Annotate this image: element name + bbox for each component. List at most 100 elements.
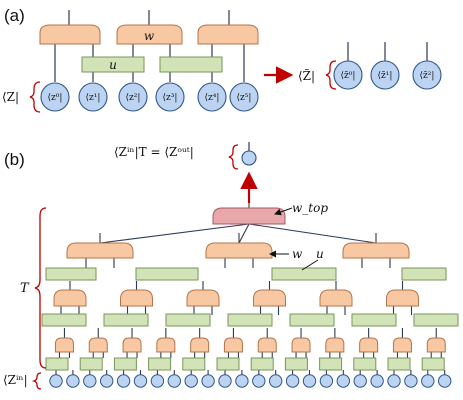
disentangler bbox=[319, 357, 343, 371]
site-a-5 bbox=[229, 82, 259, 112]
disentangler bbox=[45, 267, 97, 281]
top-equation: ⟨Zⁱⁿ|T = ⟨Zᵒᵘᵗ| bbox=[114, 145, 194, 159]
input-site bbox=[150, 374, 165, 388]
red-brace-a bbox=[29, 81, 41, 113]
site-a-1-label: ⟨z¹| bbox=[86, 93, 101, 103]
disentangler bbox=[113, 357, 137, 371]
input-site bbox=[285, 374, 300, 388]
isometry-level-1 bbox=[156, 337, 176, 353]
input-site bbox=[269, 374, 283, 388]
site-a-4-label: ⟨z⁴| bbox=[205, 93, 220, 103]
input-site bbox=[184, 374, 198, 388]
w-label-a: w bbox=[144, 29, 155, 43]
site-a-2-label: ⟨z²| bbox=[126, 93, 141, 103]
input-site bbox=[218, 374, 232, 388]
coarse-site-0 bbox=[333, 60, 363, 90]
isometry-level-2 bbox=[319, 289, 353, 307]
u-label-b: u bbox=[316, 247, 324, 261]
site-a-5-label: ⟨z⁵| bbox=[237, 93, 252, 103]
isometry-level-1 bbox=[392, 337, 412, 353]
red-brace-a2 bbox=[325, 60, 337, 90]
w-top-label: w_top bbox=[292, 201, 328, 215]
isometry-level-3 bbox=[205, 242, 273, 259]
network-t-label: T bbox=[20, 281, 30, 296]
input-site bbox=[353, 374, 367, 388]
isometry-level-1 bbox=[223, 337, 243, 353]
coarse-site-1-label: ⟨z̃¹| bbox=[378, 70, 393, 81]
disentangler-a-left bbox=[81, 56, 145, 73]
wire bbox=[238, 223, 250, 244]
panel-a-wires bbox=[54, 10, 245, 82]
w-label-b: w bbox=[292, 247, 303, 261]
input-site bbox=[438, 374, 452, 388]
panel-b-label: (b) bbox=[4, 150, 25, 169]
input-site bbox=[404, 374, 418, 388]
disentangler bbox=[165, 313, 211, 327]
isometry-level-3 bbox=[342, 242, 410, 259]
disentangler-a-right bbox=[159, 56, 223, 73]
isometry-level-1 bbox=[426, 337, 446, 353]
site-a-2 bbox=[118, 82, 148, 112]
w-top-pointer bbox=[274, 207, 293, 216]
disentangler bbox=[103, 313, 149, 327]
isometry-a-right bbox=[197, 24, 259, 45]
isometry-a-left bbox=[39, 24, 101, 45]
site-a-4 bbox=[197, 82, 227, 112]
input-site bbox=[370, 374, 384, 388]
coarse-site-0-label: ⟨z̃⁰| bbox=[341, 70, 356, 81]
input-site bbox=[302, 374, 317, 388]
site-a-3 bbox=[155, 82, 185, 112]
input-site bbox=[252, 374, 266, 388]
input-site bbox=[336, 374, 350, 388]
disentangler bbox=[387, 357, 411, 371]
input-label: ⟨Zⁱⁿ| bbox=[3, 373, 28, 387]
input-site bbox=[100, 374, 114, 388]
panel-a-label: (a) bbox=[4, 6, 25, 25]
disentangler bbox=[227, 313, 273, 327]
site-a-1 bbox=[78, 82, 108, 112]
input-site bbox=[167, 374, 182, 388]
input-site bbox=[235, 374, 249, 388]
red-brace-input bbox=[31, 372, 42, 390]
disentangler bbox=[79, 357, 103, 371]
disentangler bbox=[41, 313, 87, 327]
wire bbox=[248, 223, 377, 244]
input-site bbox=[133, 374, 148, 388]
isometry-level-2 bbox=[186, 289, 220, 307]
input-site bbox=[83, 374, 97, 388]
isometry-level-1 bbox=[88, 337, 108, 353]
site-a-0-label: ⟨z⁰| bbox=[48, 93, 63, 103]
input-site bbox=[66, 374, 80, 388]
bra-z-label: ⟨Z| bbox=[2, 90, 19, 104]
input-site bbox=[49, 374, 63, 388]
isometry-level-2 bbox=[120, 289, 153, 307]
isometry-level-1 bbox=[359, 337, 379, 353]
input-site bbox=[201, 374, 215, 388]
disentangler bbox=[401, 267, 447, 281]
disentangler bbox=[351, 313, 397, 327]
disentangler bbox=[353, 357, 377, 371]
u-label-a: u bbox=[109, 58, 117, 72]
coarse-site-2 bbox=[412, 60, 442, 90]
coarse-wires bbox=[347, 42, 428, 61]
input-site bbox=[421, 374, 435, 388]
isometry-level-1 bbox=[122, 337, 142, 353]
isometry-a-middle bbox=[116, 24, 183, 45]
site-a-0 bbox=[40, 82, 70, 112]
input-site bbox=[319, 374, 334, 388]
output-site bbox=[241, 150, 257, 166]
input-site bbox=[116, 374, 131, 388]
isometry-level-2 bbox=[53, 289, 87, 307]
disentangler bbox=[182, 357, 206, 371]
isometry-level-1 bbox=[325, 337, 345, 353]
u-pointer bbox=[301, 259, 319, 271]
isometry-level-3 bbox=[66, 242, 134, 259]
bra-z-tilde-label: ⟨Z̃| bbox=[298, 68, 315, 83]
top-isometry bbox=[212, 207, 286, 225]
isometry-level-1 bbox=[291, 337, 311, 353]
mera-network bbox=[41, 203, 459, 388]
sites-a bbox=[40, 82, 259, 112]
disentangler bbox=[413, 313, 459, 327]
disentangler bbox=[216, 357, 240, 371]
